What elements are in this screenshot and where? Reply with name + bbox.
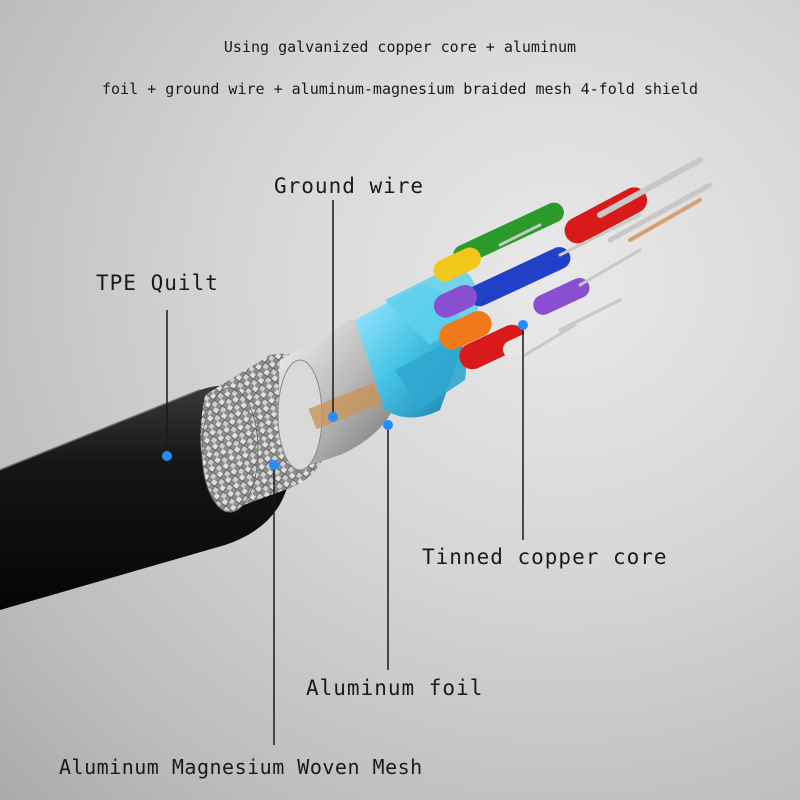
label-tinned-copper-core: Tinned copper core bbox=[422, 545, 668, 569]
callout-leaders bbox=[166, 200, 524, 745]
heading-line-1: Using galvanized copper core + aluminum bbox=[223, 38, 577, 56]
aluminum-foil-dot bbox=[383, 420, 393, 430]
label-woven-mesh: Aluminum Magnesium Woven Mesh bbox=[59, 755, 423, 779]
woven-mesh-dot bbox=[269, 460, 279, 470]
label-aluminum-foil: Aluminum foil bbox=[306, 676, 484, 700]
ground-wire-dot bbox=[328, 412, 338, 422]
tpe-quilt-dot bbox=[162, 451, 172, 461]
tinned-copper-strands bbox=[498, 157, 713, 357]
heading-line-2: foil + ground wire + aluminum-magnesium … bbox=[101, 80, 699, 98]
tinned-copper-dot bbox=[518, 320, 528, 330]
label-ground-wire: Ground wire bbox=[274, 174, 425, 198]
label-tpe-quilt: TPE Quilt bbox=[96, 271, 219, 295]
callout-dots bbox=[162, 320, 528, 470]
